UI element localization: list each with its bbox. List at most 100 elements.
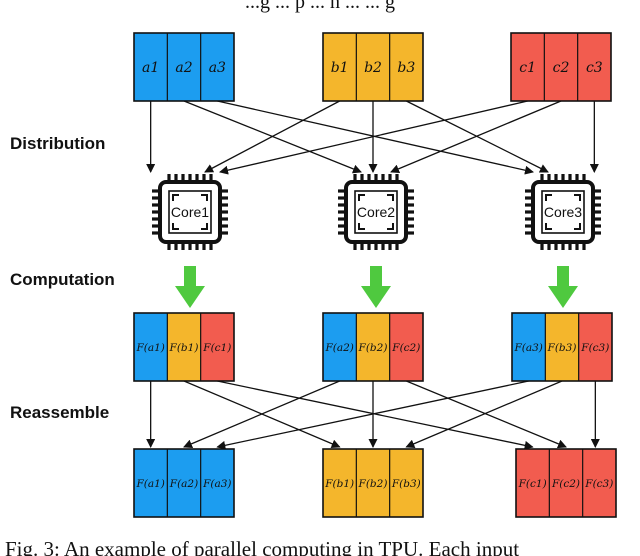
input-array-a: a1 a2 a3 — [133, 32, 235, 102]
output-array-b: F(b1) F(b2)F(b3) — [322, 448, 424, 518]
figure-caption: Fig. 3: An example of parallel computing… — [5, 537, 519, 556]
output-array-fill — [134, 449, 234, 517]
input-array-fill — [511, 33, 611, 101]
output-cell-label: F(a1) — [135, 478, 164, 490]
input-cell-a3: a3 — [209, 60, 226, 76]
tpu-cores: Core1 Core2 Core3 — [152, 174, 601, 250]
chip-die — [354, 190, 398, 234]
input-cell-c1: c1 — [519, 60, 536, 76]
computed-cell-fill — [545, 313, 579, 381]
chip-corner-mark — [545, 223, 552, 230]
computed-cell-label: F(b2) — [358, 342, 388, 354]
output-cell-label: F(c1) — [518, 478, 547, 490]
output-cell-label: F(a3) — [202, 478, 231, 490]
computed-arrays: F(a1) F(b1)F(c1) F(a2) F(b2)F(c2) F(a3) F(b3)… — [133, 312, 613, 382]
distribution-and-reassemble-arrows — [146, 100, 600, 450]
output-cell-label: F(c3) — [584, 478, 613, 490]
computed-cell-label: F(c2) — [391, 342, 420, 354]
computed-cell-fill — [512, 313, 546, 381]
chip-die — [541, 190, 585, 234]
input-cell-b3: b3 — [397, 60, 415, 76]
top-text-fragment: ...g ... p ... n ... ... g — [245, 0, 395, 13]
input-array-outline — [322, 32, 424, 102]
input-array-outline — [133, 32, 235, 102]
distribution-arrow-2-1 — [204, 100, 340, 173]
chip-die — [168, 190, 212, 234]
core-label-1: Core1 — [171, 204, 209, 220]
input-arrays: a1 a2 a3 b1 b2 b3 c1 c2 c3 — [133, 32, 612, 102]
chip-corner-mark — [574, 194, 581, 201]
computed-array-1: F(a1) F(b1)F(c1) — [133, 312, 235, 382]
computed-cell-label: F(a1) — [135, 342, 164, 354]
computed-cell-label: F(b3) — [547, 342, 577, 354]
chip-corner-mark — [172, 194, 179, 201]
chip-corner-mark — [201, 223, 208, 230]
computation-arrow-1 — [175, 266, 205, 308]
chip-corner-mark — [387, 194, 394, 201]
input-array-c: c1 c2 c3 — [510, 32, 612, 102]
chip-corner-mark — [545, 194, 552, 201]
output-cell-label: F(b3) — [391, 478, 421, 490]
output-cell-label: F(b1) — [324, 478, 354, 490]
input-cell-b2: b2 — [364, 60, 382, 76]
chip-corner-mark — [387, 223, 394, 230]
input-array-outline — [510, 32, 612, 102]
chip-corner-mark — [172, 223, 179, 230]
input-cell-b1: b1 — [331, 60, 349, 76]
output-cell-label: F(a2) — [169, 478, 198, 490]
chip-corner-mark — [358, 223, 365, 230]
stage-label-reassemble: Reassemble — [10, 403, 109, 422]
computed-array-outline — [133, 312, 235, 382]
output-arrays: F(a1) F(a2) F(a3) F(b1) F(b2)F(b3) F(c1) F(c2)… — [133, 448, 617, 518]
output-array-a: F(a1) F(a2) F(a3) — [133, 448, 235, 518]
output-array-outline — [515, 448, 617, 518]
output-array-outline — [322, 448, 424, 518]
core-label-2: Core2 — [357, 204, 395, 220]
computed-cell-label: F(c1) — [202, 342, 231, 354]
output-cell-label: F(c2) — [551, 478, 580, 490]
input-cell-a1: a1 — [142, 60, 159, 76]
computation-arrow-3 — [548, 266, 578, 308]
computed-array-3: F(a3) F(b3)F(c3) — [511, 312, 613, 382]
distribution-arrow-3-2 — [390, 100, 562, 174]
stage-label-computation: Computation — [10, 270, 115, 289]
core-chip-1: Core1 — [152, 174, 228, 250]
core-chip-2: Core2 — [338, 174, 414, 250]
output-array-fill — [516, 449, 616, 517]
computed-cell-fill — [323, 313, 357, 381]
computed-cell-fill — [167, 313, 201, 381]
output-array-c: F(c1) F(c2) F(c3) — [515, 448, 617, 518]
computed-array-2: F(a2) F(b2)F(c2) — [322, 312, 424, 382]
computed-cell-fill — [356, 313, 390, 381]
input-cell-c3: c3 — [586, 60, 603, 76]
input-array-fill — [323, 33, 423, 101]
computed-cell-fill — [389, 313, 423, 381]
input-cell-a2: a2 — [175, 60, 192, 76]
core-label-3: Core3 — [544, 204, 582, 220]
computed-cell-fill — [578, 313, 612, 381]
computed-cell-label: F(b1) — [169, 342, 199, 354]
output-array-fill — [323, 449, 423, 517]
chip-corner-mark — [358, 194, 365, 201]
computed-cell-label: F(a3) — [513, 342, 542, 354]
reassemble-arrow-2-1 — [183, 380, 340, 449]
computed-cell-fill — [134, 313, 168, 381]
output-array-outline — [133, 448, 235, 518]
chip-corner-mark — [201, 194, 208, 201]
distribution-arrow-3-1 — [219, 100, 528, 175]
core-chip-3: Core3 — [525, 174, 601, 250]
computed-array-outline — [511, 312, 613, 382]
input-array-b: b1 b2 b3 — [322, 32, 424, 102]
output-cell-label: F(b2) — [358, 478, 388, 490]
stage-label-distribution: Distribution — [10, 134, 105, 153]
input-array-fill — [134, 33, 234, 101]
input-cell-c2: c2 — [553, 60, 570, 76]
computed-array-outline — [322, 312, 424, 382]
computed-cell-label: F(c3) — [580, 342, 609, 354]
reassemble-arrow-3-2 — [405, 380, 563, 449]
computation-arrows — [175, 266, 578, 308]
computed-cell-label: F(a2) — [324, 342, 353, 354]
reassemble-arrow-3-1 — [216, 380, 529, 450]
computed-cell-fill — [200, 313, 234, 381]
